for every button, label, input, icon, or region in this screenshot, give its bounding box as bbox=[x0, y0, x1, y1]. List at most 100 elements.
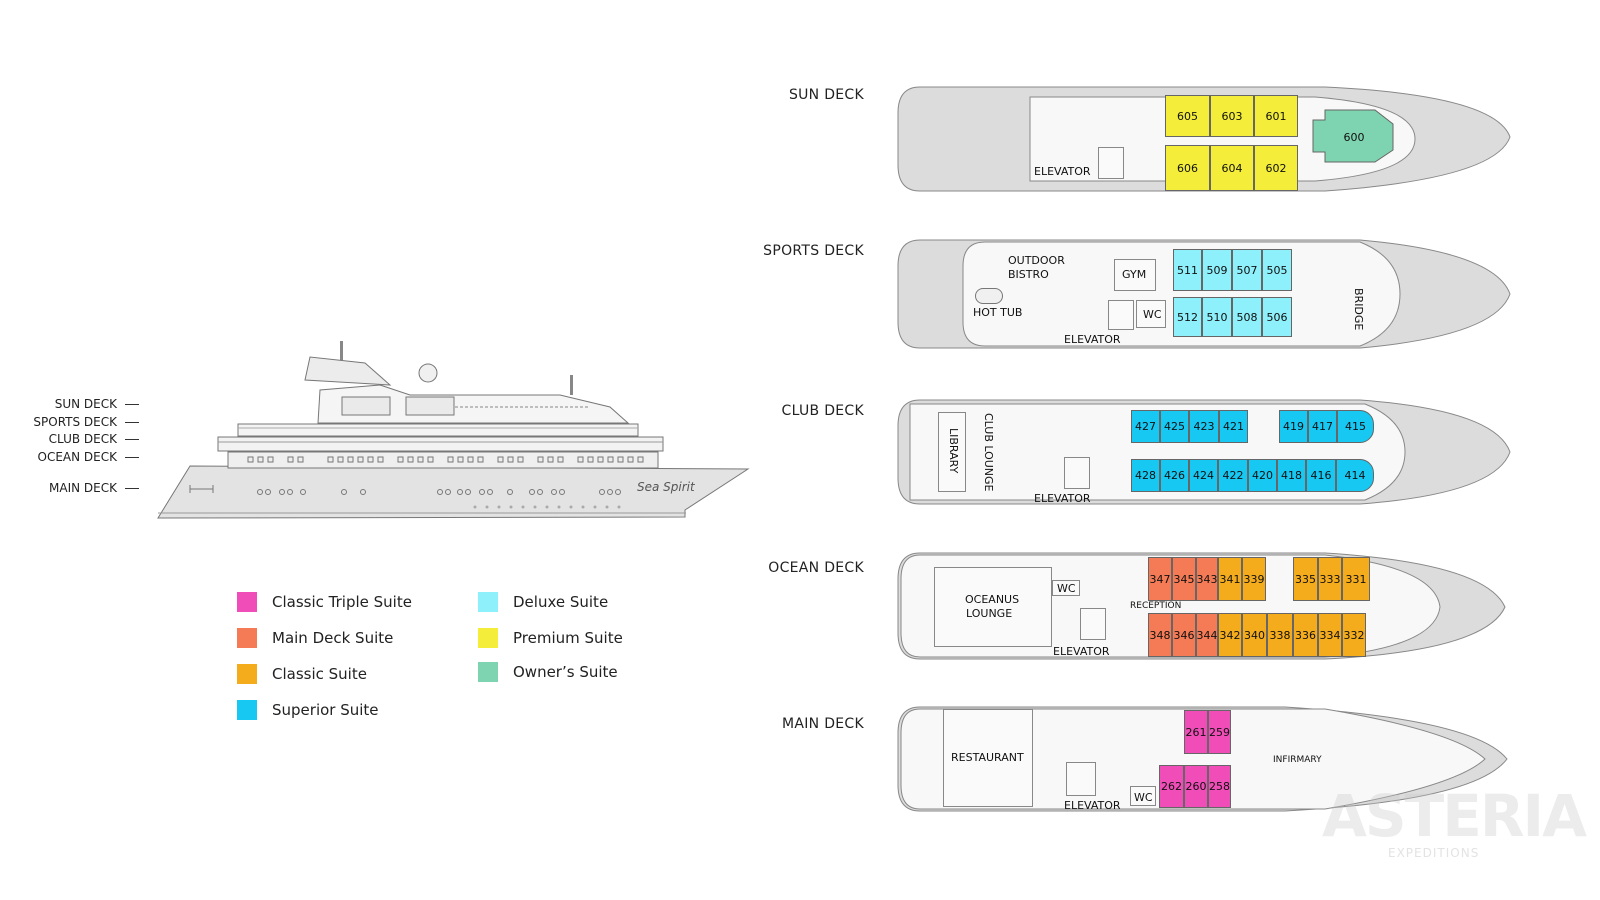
cabin-605[interactable]: 605 bbox=[1165, 95, 1210, 137]
legend-swatch bbox=[478, 592, 498, 612]
cabin-426[interactable]: 426 bbox=[1160, 459, 1189, 492]
cabin-336[interactable]: 336 bbox=[1293, 613, 1318, 657]
cabin-418[interactable]: 418 bbox=[1277, 459, 1306, 492]
cabin-261[interactable]: 261 bbox=[1184, 710, 1208, 754]
legend-swatch bbox=[237, 592, 257, 612]
cabin-420[interactable]: 420 bbox=[1248, 459, 1277, 492]
side-label-club: CLUB DECK bbox=[48, 432, 117, 446]
ocean-elevator-label: ELEVATOR bbox=[1053, 645, 1110, 658]
cabin-508[interactable]: 508 bbox=[1232, 297, 1262, 337]
cabin-507[interactable]: 507 bbox=[1232, 249, 1262, 291]
ocean-reception-label: RECEPTION bbox=[1130, 601, 1182, 611]
main-wc-label: WC bbox=[1134, 791, 1153, 804]
main-infirmary-label: INFIRMARY bbox=[1273, 755, 1322, 765]
cabin-260[interactable]: 260 bbox=[1184, 765, 1208, 808]
cabin-339[interactable]: 339 bbox=[1242, 557, 1266, 601]
legend-swatch bbox=[478, 662, 498, 682]
cabin-428[interactable]: 428 bbox=[1131, 459, 1160, 492]
cabin-348[interactable]: 348 bbox=[1148, 613, 1172, 657]
sports-wc bbox=[1136, 300, 1166, 328]
side-line-sports bbox=[125, 422, 139, 423]
main-elevator-label: ELEVATOR bbox=[1064, 799, 1121, 812]
main-wc bbox=[1130, 786, 1156, 806]
main-deck-hull bbox=[897, 706, 1508, 812]
sports-gym bbox=[1114, 259, 1156, 291]
side-label-sun: SUN DECK bbox=[54, 397, 117, 411]
side-label-sports: SPORTS DECK bbox=[33, 415, 117, 429]
main-restaurant-label: RESTAURANT bbox=[951, 751, 1024, 764]
cabin-417[interactable]: 417 bbox=[1308, 410, 1337, 443]
cabin-600[interactable]: 600 bbox=[1343, 130, 1365, 144]
side-line-club bbox=[125, 439, 139, 440]
legend-label: Deluxe Suite bbox=[513, 593, 609, 611]
ocean-wc bbox=[1052, 580, 1080, 596]
side-line-ocean bbox=[125, 457, 139, 458]
cabin-345[interactable]: 345 bbox=[1172, 557, 1196, 601]
cabin-511[interactable]: 511 bbox=[1173, 249, 1202, 291]
cabin-334[interactable]: 334 bbox=[1318, 613, 1342, 657]
cabin-340[interactable]: 340 bbox=[1242, 613, 1267, 657]
cabin-422[interactable]: 422 bbox=[1218, 459, 1248, 492]
cabin-510[interactable]: 510 bbox=[1202, 297, 1232, 337]
side-label-main: MAIN DECK bbox=[49, 481, 117, 495]
cabin-346[interactable]: 346 bbox=[1172, 613, 1196, 657]
ocean-lounge bbox=[934, 567, 1052, 647]
ocean-lounge-label-1: OCEANUS bbox=[965, 593, 1020, 606]
cabin-335[interactable]: 335 bbox=[1293, 557, 1318, 601]
legend-label: Classic Triple Suite bbox=[272, 593, 412, 611]
cabin-258[interactable]: 258 bbox=[1208, 765, 1231, 808]
cabin-606[interactable]: 606 bbox=[1165, 145, 1210, 191]
cabin-415[interactable]: 415 bbox=[1337, 410, 1374, 443]
cabin-425[interactable]: 425 bbox=[1160, 410, 1189, 443]
hot-tub-icon bbox=[975, 288, 1003, 304]
cabin-424[interactable]: 424 bbox=[1189, 459, 1218, 492]
cabin-331[interactable]: 331 bbox=[1342, 557, 1370, 601]
cabin-509[interactable]: 509 bbox=[1202, 249, 1232, 291]
sports-outdoor-bistro-label-1: OUTDOOR bbox=[1008, 254, 1065, 267]
cabin-262[interactable]: 262 bbox=[1159, 765, 1184, 808]
cabin-421[interactable]: 421 bbox=[1219, 410, 1248, 443]
legend-label: Premium Suite bbox=[513, 629, 623, 647]
sports-outdoor-bistro-label-2: BISTRO bbox=[1008, 268, 1049, 281]
cabin-259[interactable]: 259 bbox=[1208, 710, 1231, 754]
side-line-main bbox=[125, 488, 139, 489]
cabin-601[interactable]: 601 bbox=[1254, 95, 1298, 137]
cabin-427[interactable]: 427 bbox=[1131, 410, 1160, 443]
sports-bridge-label: BRIDGE bbox=[1352, 288, 1365, 331]
legend-swatch bbox=[237, 664, 257, 684]
cabin-419[interactable]: 419 bbox=[1279, 410, 1308, 443]
sports-wc-label: WC bbox=[1143, 308, 1162, 321]
sports-elevator-block bbox=[1108, 300, 1134, 330]
owners-suite-shape bbox=[1312, 109, 1394, 163]
cabin-423[interactable]: 423 bbox=[1189, 410, 1219, 443]
ocean-lounge-label-2: LOUNGE bbox=[966, 607, 1013, 620]
cabin-512[interactable]: 512 bbox=[1173, 297, 1202, 337]
legend-swatch bbox=[478, 628, 498, 648]
sun-elevator-label: ELEVATOR bbox=[1034, 165, 1091, 178]
cabin-341[interactable]: 341 bbox=[1218, 557, 1242, 601]
cabin-414[interactable]: 414 bbox=[1336, 459, 1374, 492]
cabin-344[interactable]: 344 bbox=[1196, 613, 1218, 657]
cabin-347[interactable]: 347 bbox=[1148, 557, 1172, 601]
cabin-506[interactable]: 506 bbox=[1262, 297, 1292, 337]
cabin-343[interactable]: 343 bbox=[1196, 557, 1218, 601]
club-elevator-label: ELEVATOR bbox=[1034, 492, 1091, 505]
deck-title-sports: SPORTS DECK bbox=[763, 243, 864, 259]
sun-elevator-block bbox=[1098, 147, 1124, 179]
cabin-342[interactable]: 342 bbox=[1218, 613, 1242, 657]
deck-title-main: MAIN DECK bbox=[782, 716, 864, 732]
ocean-elevator-block bbox=[1080, 608, 1106, 640]
cabin-505[interactable]: 505 bbox=[1262, 249, 1292, 291]
deck-title-sun: SUN DECK bbox=[788, 87, 864, 103]
cabin-416[interactable]: 416 bbox=[1306, 459, 1336, 492]
cabin-604[interactable]: 604 bbox=[1210, 145, 1254, 191]
ocean-wc-label: WC bbox=[1057, 582, 1076, 595]
cabin-338[interactable]: 338 bbox=[1267, 613, 1293, 657]
sports-elevator-label: ELEVATOR bbox=[1064, 333, 1121, 346]
cabin-332[interactable]: 332 bbox=[1342, 613, 1366, 657]
cabin-333[interactable]: 333 bbox=[1318, 557, 1342, 601]
watermark-logo: ASTERIA bbox=[1322, 782, 1587, 850]
ship-side-illustration bbox=[157, 341, 750, 519]
cabin-602[interactable]: 602 bbox=[1254, 145, 1298, 191]
cabin-603[interactable]: 603 bbox=[1210, 95, 1254, 137]
